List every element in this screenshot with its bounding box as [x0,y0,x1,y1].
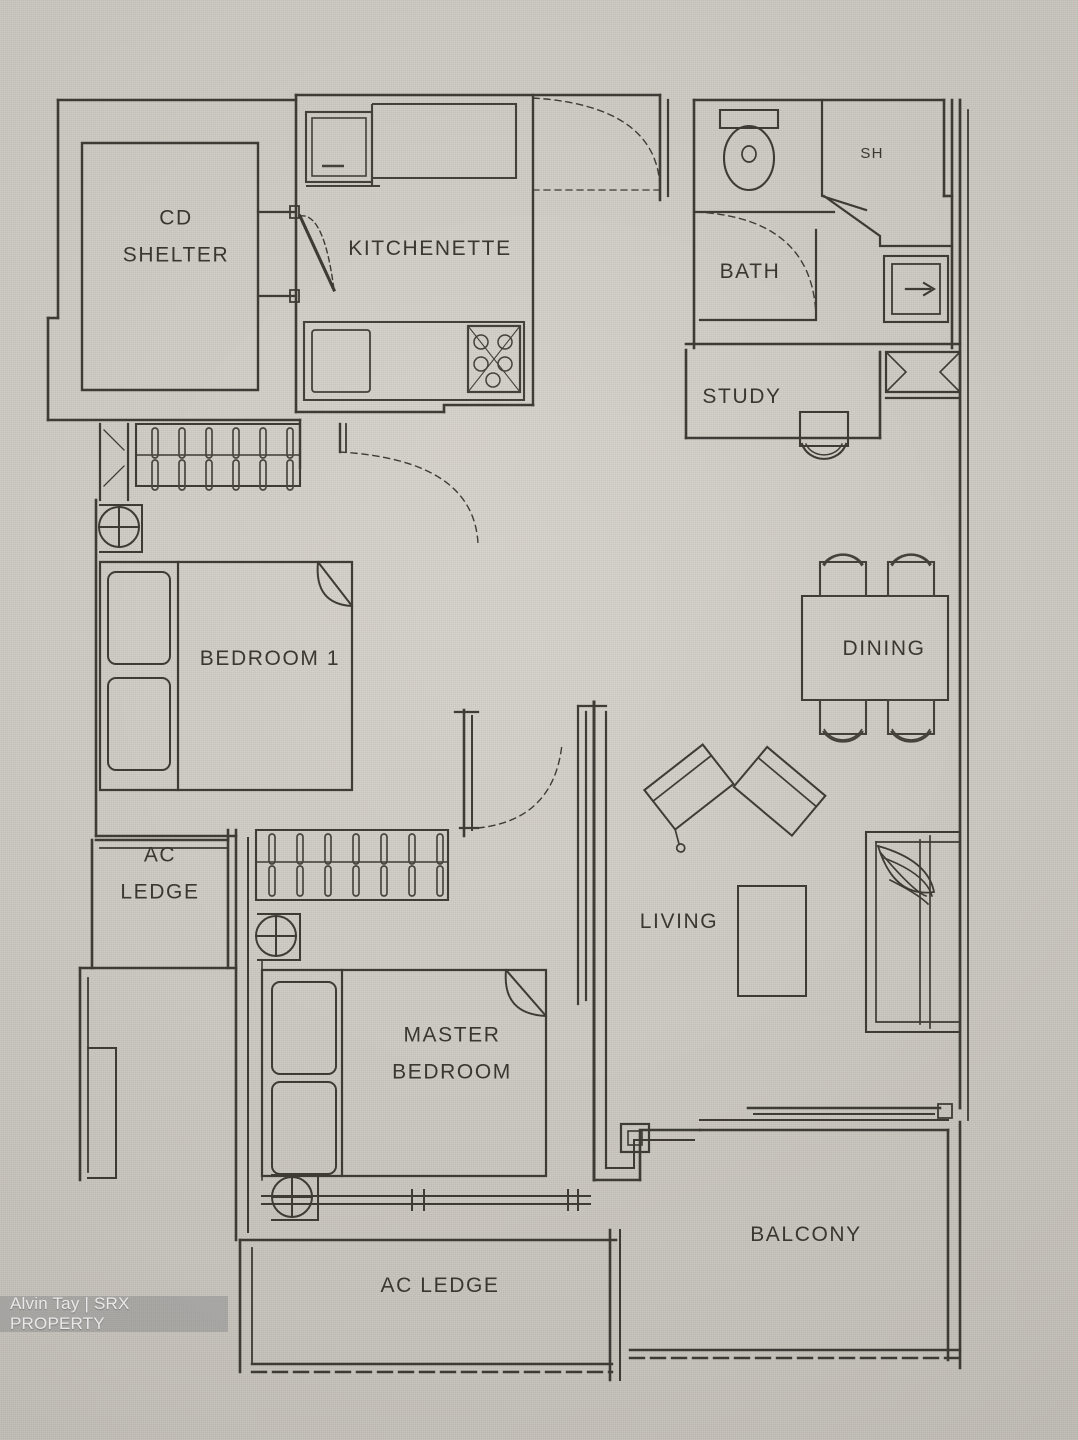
room-label-master-bedroom: BEDROOM [392,1061,512,1084]
sofa-fixture [864,830,962,1034]
room-label-balcony: BALCONY [750,1223,862,1246]
room-label-cd-shelter: CD [159,207,193,230]
wardrobe-master-rods [268,833,444,897]
armchair-a-fixture [642,743,735,853]
wardrobe-1-rods [151,427,294,491]
bed-1-fixture [98,560,354,792]
room-label-ac-ledge-left: AC [144,844,176,867]
wardrobe-1-fixture [134,422,302,488]
room-label-living: LIVING [640,910,718,933]
cd-shelter-room [80,141,260,392]
ac-symbol [98,506,140,548]
room-label-shower: SH [860,145,883,162]
kitchen-hob-fixture [466,324,522,394]
kitchen-sink-fixture [304,110,374,184]
room-label-ac-ledge-left: LEDGE [120,881,199,904]
wardrobe-master-fixture [254,828,450,902]
room-label-master-bedroom: MASTER [403,1024,500,1047]
dining-chairs [818,553,936,743]
coffee-table-fixture [737,885,807,997]
kitchen-counter-lower [302,320,526,402]
watermark-banner: Alvin Tay | SRX PROPERTY [0,1294,228,1333]
room-label-kitchenette: KITCHENETTE [348,237,511,260]
wc-fixture [718,108,780,192]
study-chair-fixture [798,410,850,460]
ac-symbol [255,915,297,957]
room-label-study: STUDY [702,385,781,408]
room-label-ac-ledge-bottom: AC LEDGE [381,1274,500,1297]
room-label-bath: BATH [720,260,781,283]
room-label-cd-shelter: SHELTER [123,244,230,267]
room-label-dining: DINING [842,637,925,660]
armchair-b-fixture [732,745,827,838]
wash-basin-fixture [882,254,950,324]
room-label-bedroom-1: BEDROOM 1 [200,647,340,670]
watermark-text: Alvin Tay | SRX PROPERTY [10,1294,130,1333]
